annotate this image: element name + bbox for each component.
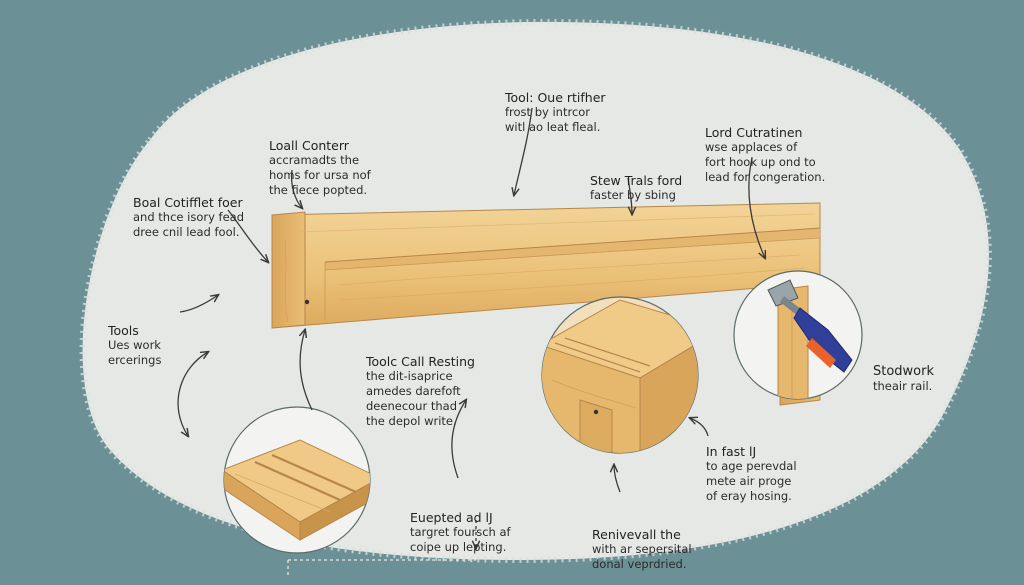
annotation-line: accramadts the [269, 153, 360, 167]
annotation-title: Toolc Call Resting [366, 354, 475, 369]
arrow-renivevall [614, 465, 621, 493]
annotation-line: amedes darefoft [366, 384, 461, 398]
annotation-line: fort hook up ond to [705, 155, 816, 169]
arrow-euepted [451, 400, 466, 479]
annotation-line: targret foursch af [410, 525, 511, 539]
annotation-title: Stew Trals ford [590, 173, 683, 188]
annotation-title: Boal Cotifflet foer [133, 195, 243, 210]
annotation-title: Renivevall the [592, 527, 681, 542]
annotation-title: Lord Cutratinen [705, 125, 803, 140]
dashed-bottom-bracket [287, 559, 476, 578]
annotation-line: of eray hosing. [706, 489, 792, 503]
annotation-title: In fast lJ [706, 444, 757, 459]
annotation-title: Euepted ad lJ [410, 510, 493, 525]
annotation-line: the fiece popted. [269, 183, 368, 197]
annotation-line: to age perevdal [706, 459, 797, 473]
screwdriver-icon [767, 279, 853, 373]
annotation-line: dree cnil lead fool. [133, 225, 240, 239]
annotation-title: Tools [108, 323, 139, 338]
arrow-left-circle [300, 330, 313, 411]
annotation-line: and thce isory fead [133, 210, 245, 224]
arrow-local-corner [290, 169, 302, 208]
annotation-line: the depol write. [366, 414, 457, 428]
arrow-stew-trals [627, 177, 632, 214]
annotation-title: Loall Conterr [269, 138, 349, 153]
paper-edge-texture [79, 18, 992, 564]
arrow-in-fast [690, 418, 709, 437]
annotation-line: frost by intrcor [505, 105, 591, 119]
left-detail-circle [223, 406, 371, 554]
arrow-tool-outer [514, 107, 533, 195]
arrow-lord [748, 157, 765, 258]
annotation-line: faster by sbing [590, 188, 676, 202]
annotation-arrows [177, 107, 765, 578]
right-detail-circle [733, 270, 863, 400]
arrow-tools [179, 295, 218, 313]
annotation-line: the dit-isaprice [366, 369, 453, 383]
arrow-curve-left [177, 352, 208, 436]
annotation-line: homs for ursa nof [269, 168, 371, 182]
annotation-line: deenecour thad [366, 399, 457, 413]
annotation-line: donal veprdried. [592, 557, 687, 571]
annotation-title: Tool: Oue rtifher [505, 90, 606, 105]
annotation-title: Stodwork [873, 364, 935, 379]
annotation-line: theair rail. [873, 379, 933, 393]
annotation-line: with ar sepersital [592, 542, 692, 556]
annotation-line: witl ao leat fleal. [505, 120, 601, 134]
annotation-line: ercerings [108, 353, 162, 367]
main-wood-beam [271, 202, 821, 329]
annotation-line: lead for congeration. [705, 170, 826, 184]
annotation-line: mete air proge [706, 474, 792, 488]
annotation-line: coipe up lepting. [410, 540, 507, 554]
arrow-bool-cottiflet [227, 209, 268, 262]
annotation-line: wse applaces of [705, 140, 798, 154]
annotation-line: Ues work [108, 338, 161, 352]
